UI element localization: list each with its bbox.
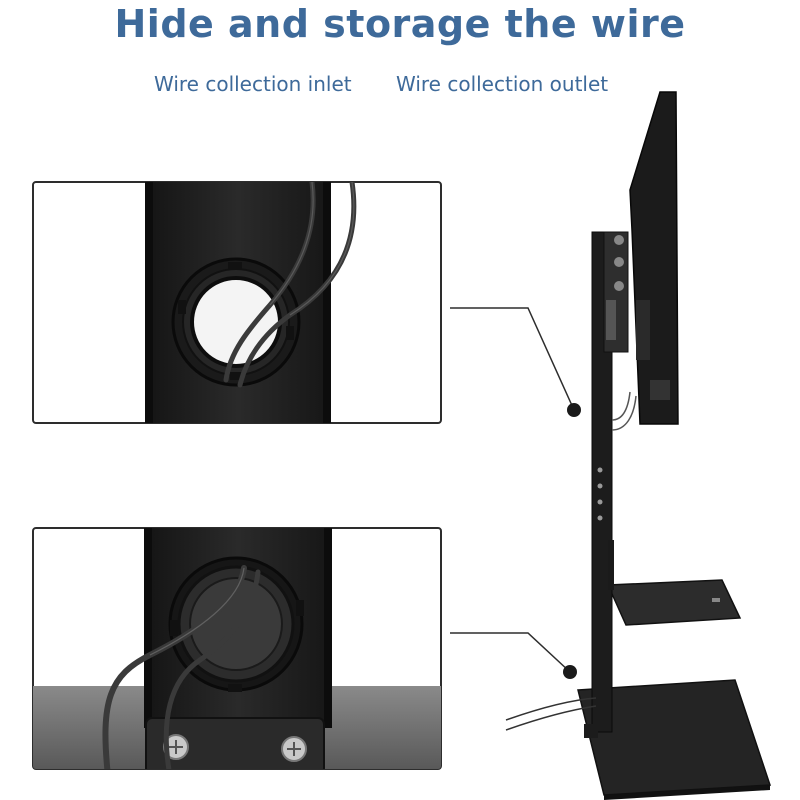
outlet-label: Wire collection outlet [396,72,609,96]
outlet-detail-panel [32,527,442,770]
stand-post [591,231,613,733]
tv-screen [629,91,679,425]
screw-icon [163,734,189,760]
page-title: Hide and storage the wire [114,2,686,46]
inlet-detail-panel [32,181,442,424]
cable [163,569,261,769]
leader-line-outlet [450,632,577,679]
leader-line-inlet [450,307,581,417]
inlet-label: Wire collection inlet [154,72,352,96]
tv-stand [505,91,772,800]
grommet-inlet [171,257,301,387]
screw-icon [281,736,307,762]
glass-shelf [606,579,742,626]
